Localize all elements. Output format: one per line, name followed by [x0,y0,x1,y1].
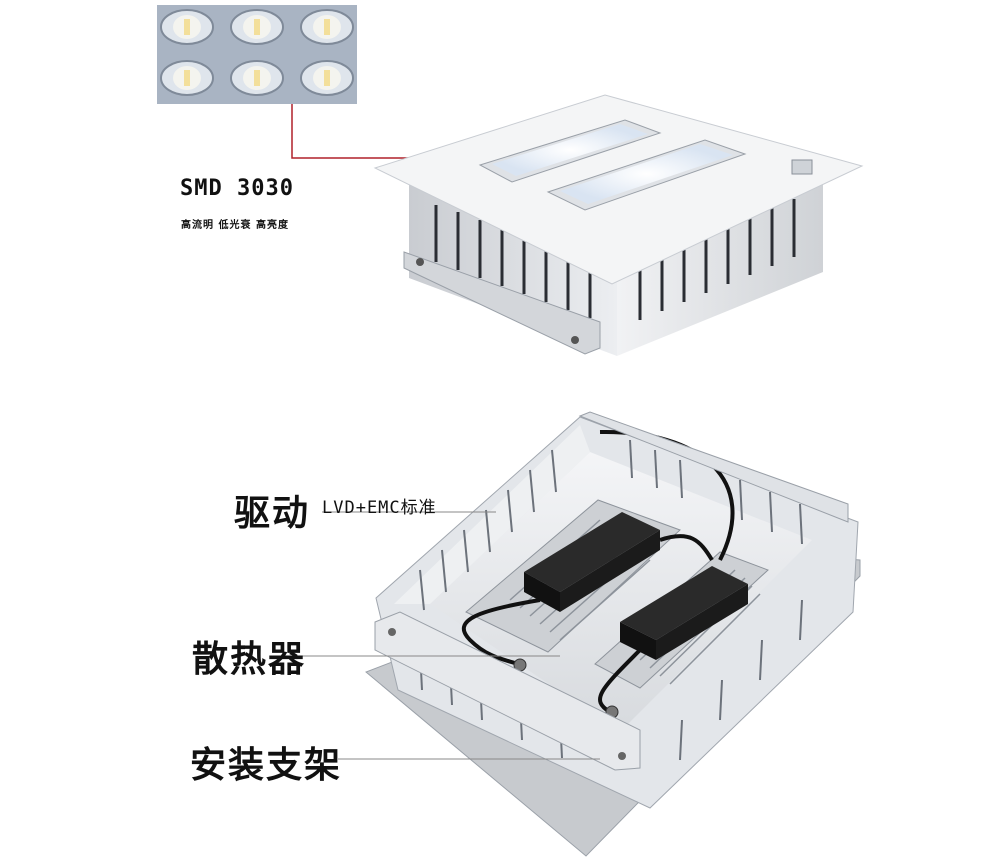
fixture-right-vents [638,199,796,320]
led-callout-subtitle: 高流明 低光衰 高亮度 [181,220,289,231]
mount-bracket-label: 安装支架 [190,745,343,786]
led-module-1 [478,119,662,183]
heatsink-label: 散热器 [192,639,307,680]
mount-bracket-front [374,611,641,771]
led-closeup-inset [157,5,357,104]
led-module-2 [546,139,747,211]
driver-label: 驱动 [234,493,311,534]
fixture-back-view [365,411,861,857]
led-callout-title: SMD 3030 [180,176,294,201]
driver-standard-label: LVD+EMC标准 [322,498,437,518]
driver-right [620,566,748,660]
mount-bracket-back [578,411,849,523]
fixture-front-view [373,94,864,356]
fixture-mount-flange [403,251,601,355]
led-lens-grid [160,9,354,96]
fixture-nameplate [791,159,813,175]
driver-left [524,512,660,612]
